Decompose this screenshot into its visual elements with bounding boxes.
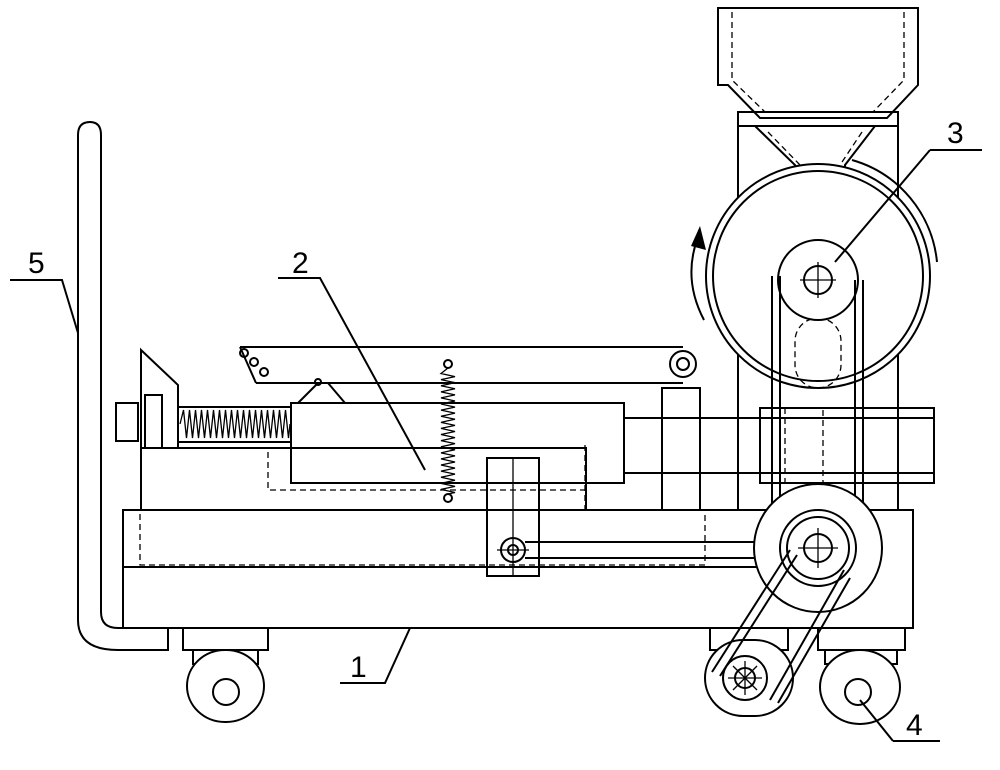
leader-lines (10, 149, 982, 742)
rotation-arrow (690, 226, 706, 321)
end-plate (115, 347, 179, 448)
wheel-left (182, 627, 269, 723)
lever-arm (239, 346, 697, 404)
label-2: 2 (292, 247, 309, 280)
label-3: 3 (947, 117, 964, 150)
compression-spring (177, 406, 292, 443)
wheel-right (817, 627, 906, 725)
drive-belt-lower (711, 549, 851, 704)
drive-motor-mount (704, 627, 794, 717)
handle (77, 120, 169, 651)
label-4: 4 (906, 709, 923, 742)
label-5: 5 (28, 247, 45, 280)
connecting-rod (525, 539, 783, 561)
label-1: 1 (350, 651, 367, 684)
slider-block (486, 457, 540, 577)
roller (705, 159, 938, 389)
tension-spring (439, 359, 456, 503)
